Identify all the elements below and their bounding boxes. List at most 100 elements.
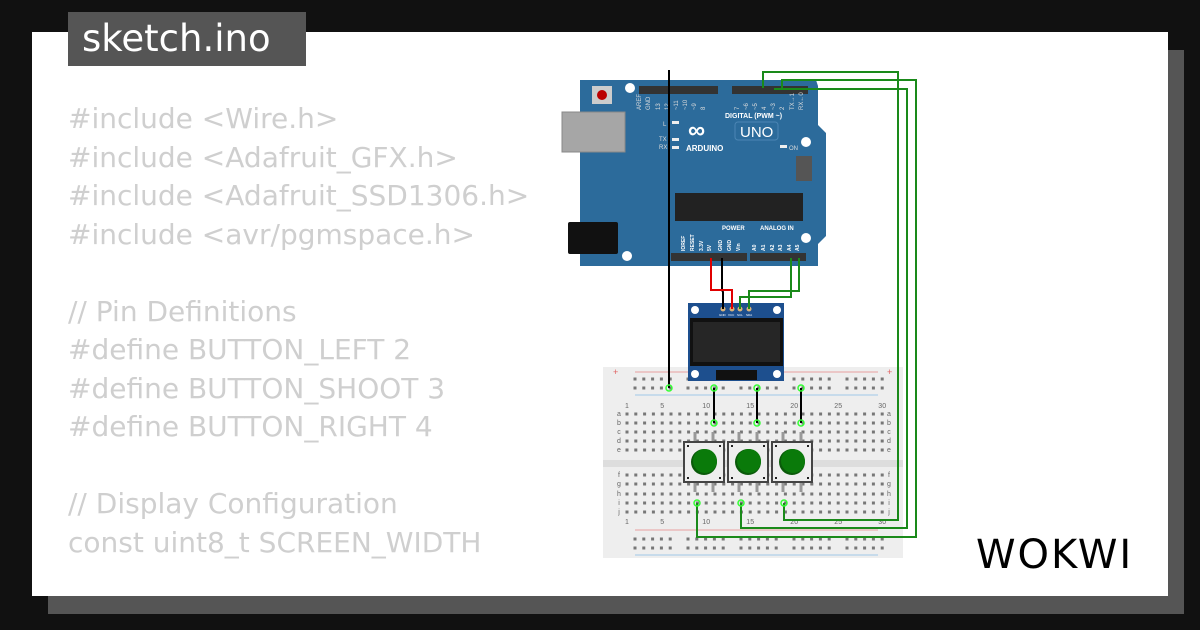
breadboard-hole[interactable] — [731, 482, 735, 486]
breadboard-hole[interactable] — [845, 448, 849, 452]
breadboard-hole[interactable] — [634, 501, 638, 505]
breadboard-hole[interactable] — [845, 501, 849, 505]
rail-hole[interactable] — [712, 546, 716, 550]
breadboard-hole[interactable] — [871, 439, 875, 443]
rail-hole[interactable] — [845, 386, 849, 390]
breadboard-hole[interactable] — [836, 492, 840, 496]
breadboard-hole[interactable] — [748, 482, 752, 486]
wire-button3-pin4[interactable] — [762, 71, 899, 521]
breadboard-hole[interactable] — [801, 430, 805, 434]
breadboard-hole[interactable] — [634, 412, 638, 416]
file-tab[interactable]: sketch.ino — [68, 12, 306, 66]
rail-hole[interactable] — [633, 537, 637, 541]
rail-hole[interactable] — [871, 377, 875, 381]
breadboard-hole[interactable] — [775, 510, 779, 514]
rail-hole[interactable] — [792, 546, 796, 550]
breadboard-hole[interactable] — [678, 421, 682, 425]
breadboard-hole[interactable] — [819, 448, 823, 452]
rail-hole[interactable] — [810, 546, 814, 550]
rail-hole[interactable] — [854, 537, 858, 541]
breadboard-hole[interactable] — [651, 430, 655, 434]
breadboard-hole[interactable] — [792, 412, 796, 416]
wire-oled-sda[interactable] — [748, 258, 800, 309]
breadboard-hole[interactable] — [836, 412, 840, 416]
button-cap[interactable] — [781, 449, 805, 473]
breadboard-hole[interactable] — [651, 439, 655, 443]
breadboard-hole[interactable] — [704, 421, 708, 425]
breadboard-hole[interactable] — [792, 492, 796, 496]
wire-button1-pin3[interactable] — [696, 79, 917, 538]
breadboard-hole[interactable] — [863, 492, 867, 496]
breadboard-hole[interactable] — [678, 448, 682, 452]
rail-hole[interactable] — [880, 546, 884, 550]
breadboard-hole[interactable] — [660, 439, 664, 443]
breadboard-hole[interactable] — [880, 510, 884, 514]
breadboard-hole[interactable] — [880, 430, 884, 434]
rail-hole[interactable] — [880, 386, 884, 390]
breadboard-hole[interactable] — [819, 421, 823, 425]
rail-hole[interactable] — [854, 377, 858, 381]
rail-hole[interactable] — [659, 537, 663, 541]
breadboard-hole[interactable] — [660, 510, 664, 514]
breadboard-hole[interactable] — [748, 510, 752, 514]
breadboard-hole[interactable] — [783, 430, 787, 434]
breadboard-hole[interactable] — [669, 448, 673, 452]
breadboard-hole[interactable] — [643, 448, 647, 452]
reset-button-cap[interactable] — [597, 90, 607, 100]
rail-hole[interactable] — [827, 537, 831, 541]
breadboard-hole[interactable] — [827, 482, 831, 486]
rail-hole[interactable] — [651, 377, 655, 381]
breadboard-hole[interactable] — [810, 501, 814, 505]
rail-hole[interactable] — [845, 537, 849, 541]
breadboard-hole[interactable] — [660, 421, 664, 425]
breadboard-hole[interactable] — [704, 482, 708, 486]
breadboard-hole[interactable] — [836, 501, 840, 505]
breadboard-hole[interactable] — [687, 510, 691, 514]
breadboard-hole[interactable] — [827, 421, 831, 425]
rail-hole[interactable] — [765, 537, 769, 541]
breadboard-hole[interactable] — [634, 482, 638, 486]
breadboard-hole[interactable] — [739, 492, 743, 496]
rail-hole[interactable] — [668, 377, 672, 381]
rail-hole[interactable] — [765, 386, 769, 390]
rail-hole[interactable] — [642, 386, 646, 390]
rail-hole[interactable] — [801, 537, 805, 541]
breadboard-hole[interactable] — [880, 501, 884, 505]
breadboard-hole[interactable] — [836, 448, 840, 452]
breadboard-hole[interactable] — [678, 482, 682, 486]
rail-hole[interactable] — [765, 546, 769, 550]
breadboard-hole[interactable] — [863, 430, 867, 434]
breadboard-hole[interactable] — [660, 412, 664, 416]
breadboard-hole[interactable] — [695, 482, 699, 486]
breadboard-hole[interactable] — [827, 492, 831, 496]
breadboard-hole[interactable] — [695, 421, 699, 425]
breadboard-hole[interactable] — [819, 510, 823, 514]
breadboard-hole[interactable] — [643, 510, 647, 514]
breadboard-hole[interactable] — [731, 492, 735, 496]
breadboard-hole[interactable] — [845, 473, 849, 477]
rail-hole[interactable] — [739, 537, 743, 541]
breadboard-hole[interactable] — [713, 501, 717, 505]
rail-hole[interactable] — [686, 386, 690, 390]
breadboard-hole[interactable] — [739, 412, 743, 416]
breadboard-hole[interactable] — [660, 501, 664, 505]
breadboard-hole[interactable] — [695, 412, 699, 416]
breadboard-hole[interactable] — [678, 492, 682, 496]
breadboard-hole[interactable] — [783, 482, 787, 486]
rail-hole[interactable] — [827, 386, 831, 390]
breadboard-hole[interactable] — [827, 412, 831, 416]
breadboard-hole[interactable] — [854, 482, 858, 486]
breadboard-hole[interactable] — [704, 430, 708, 434]
breadboard-hole[interactable] — [871, 501, 875, 505]
breadboard-hole[interactable] — [827, 501, 831, 505]
breadboard-hole[interactable] — [871, 412, 875, 416]
breadboard-hole[interactable] — [625, 421, 629, 425]
breadboard-hole[interactable] — [722, 482, 726, 486]
breadboard-hole[interactable] — [731, 412, 735, 416]
rail-hole[interactable] — [818, 537, 822, 541]
breadboard-hole[interactable] — [634, 473, 638, 477]
breadboard-hole[interactable] — [845, 482, 849, 486]
breadboard-hole[interactable] — [722, 510, 726, 514]
breadboard-hole[interactable] — [871, 482, 875, 486]
breadboard-hole[interactable] — [775, 430, 779, 434]
